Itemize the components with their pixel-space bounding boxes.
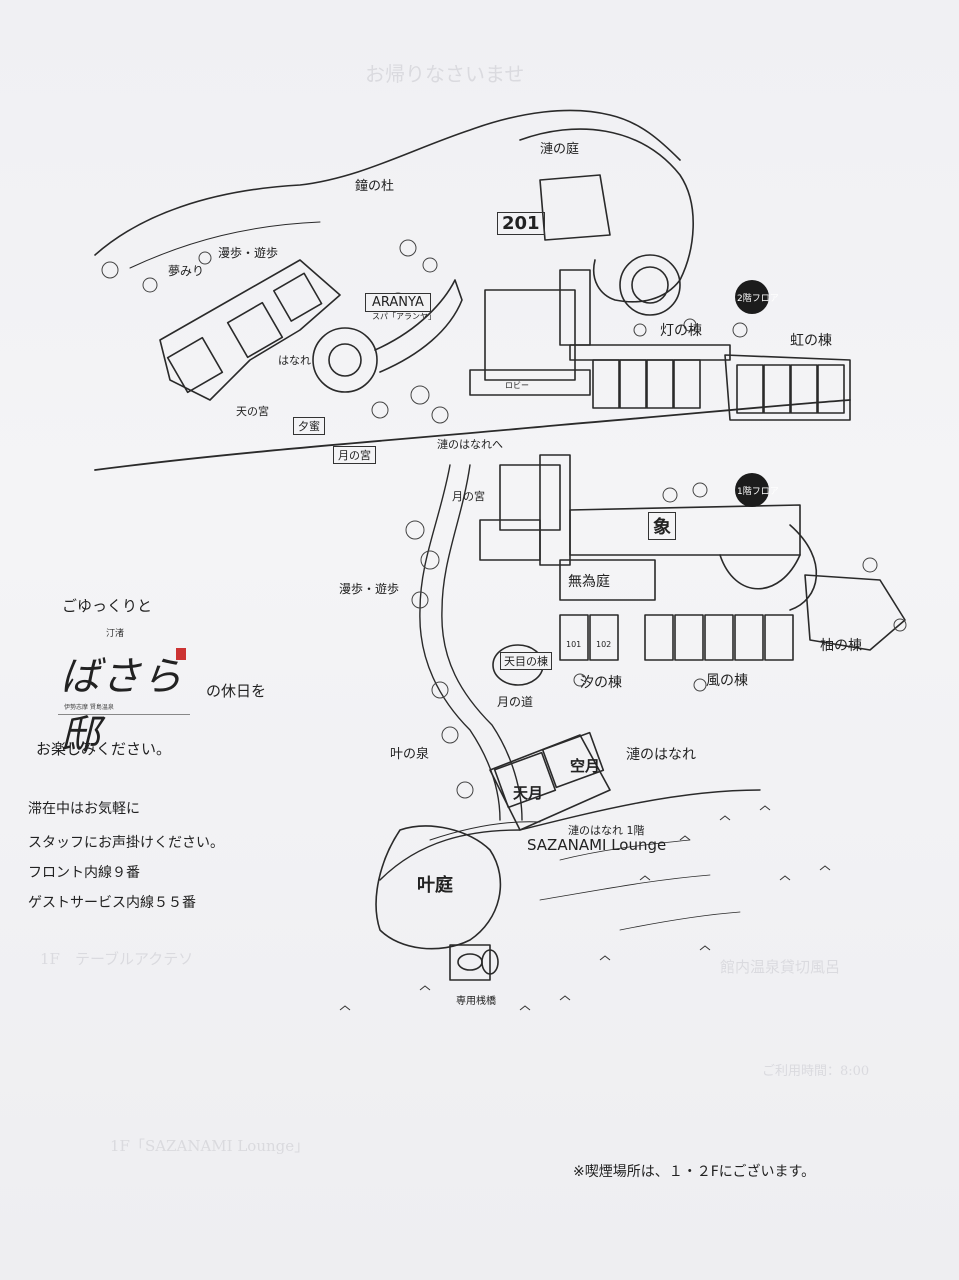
label-yu-mitsu: 夕蜜: [293, 417, 325, 435]
label-kanetsuki: 鐘の杜: [355, 179, 395, 194]
label-tennomiya: 天の宮: [236, 405, 269, 418]
contact-line1: 滞在中はお気軽に: [28, 801, 140, 817]
coastline-lower: [379, 789, 761, 881]
contact-line3: フロント内線９番: [28, 865, 140, 881]
hanare-building: [489, 734, 611, 831]
floor-badge-2-bg: [735, 280, 769, 314]
label-room-102: 102: [596, 640, 612, 649]
label-zou: 象: [648, 512, 676, 540]
logo-subtitle-bottom: 伊勢志摩 賢島温泉: [64, 704, 114, 711]
label-tsukinomichi: 月の道: [497, 695, 534, 709]
ghost-line: 1F テーブルアクテソ: [40, 950, 194, 968]
label-aranya-sub: スパ「アランヤ」: [372, 312, 436, 321]
label-room-101: 101: [566, 640, 582, 649]
contact-line4: ゲストサービス内線５５番: [28, 895, 196, 911]
label-hanare-path: 漣のはなれへ: [437, 438, 503, 451]
yuzu-building: [804, 574, 906, 651]
aranya-spa: [312, 327, 378, 393]
label-tenmoku: 天目の棟: [500, 652, 552, 670]
kaze-building-rooms: [704, 614, 794, 661]
contact-line2: スタッフにお声掛けください。: [28, 835, 224, 851]
label-tsukimi-lower: 月の宮: [452, 490, 485, 503]
label-promenade-lower: 漫歩・遊歩: [339, 582, 400, 596]
label-hanare-1f: 漣のはなれ 1階: [568, 824, 645, 837]
private-pier: [449, 944, 499, 981]
label-kanoizumi: 叶の泉: [390, 747, 430, 762]
label-promenade-upper: 漫歩・遊歩: [218, 246, 279, 260]
ghost-line: ご利用時間：8:00: [762, 1064, 870, 1079]
kumo-building-rooms: [736, 364, 845, 414]
label-kanoniwa: 叶庭: [417, 875, 453, 896]
label-sazanami-garden: 漣の庭: [540, 142, 580, 157]
label-pier: 専用桟橋: [456, 996, 496, 1007]
lobby-block: [484, 289, 576, 381]
label-ten-getsu: 天月: [513, 784, 544, 802]
label-sazanami-hanare: 漣のはなれ: [626, 747, 696, 763]
label-yuzu-building: 柚の棟: [820, 638, 862, 654]
winding-path: [419, 464, 501, 821]
label-lobby: ロビー: [505, 381, 529, 390]
floor-badge-2: 2階フロア: [737, 294, 779, 304]
front-block: [499, 464, 561, 531]
logo-red-seal: [176, 648, 186, 660]
shio-building-rooms: [559, 614, 704, 661]
garden-upper-outline: [519, 128, 694, 303]
label-kaze-building: 風の棟: [706, 673, 748, 689]
label-yumemiru: 夢みり: [168, 264, 205, 278]
label-mukou-garden: 無為庭: [568, 574, 610, 590]
label-aranya: ARANYA: [365, 293, 431, 312]
smoking-note: ※喫煙場所は、１・２Fにございます。: [573, 1164, 816, 1180]
label-hoshi-hanare: はなれ: [278, 354, 311, 367]
kanoniwa-peninsula: [375, 825, 502, 950]
ghost-welcome: お帰りなさいませ: [365, 62, 525, 86]
ghost-line: 館内温泉貸切風呂: [720, 958, 841, 976]
greeting-line2: の休日を: [206, 682, 267, 700]
ghost-line: 1F「SAZANAMI Lounge」: [110, 1137, 310, 1155]
floor-badge-1-bg: [735, 473, 769, 507]
floor-divider: [94, 399, 851, 471]
label-hi-building: 灯の棟: [660, 323, 702, 339]
basara-logo: 汀渚 ばさら邸 伊勢志摩 賢島温泉: [58, 622, 190, 758]
label-tsukimi: 月の宮: [333, 446, 376, 464]
label-shio-building: 汐の棟: [580, 675, 622, 691]
coastline-upper: [94, 109, 681, 256]
hi-building-rooms: [592, 359, 701, 409]
logo-subtitle-top: 汀渚: [106, 629, 125, 639]
greeting-line3: お楽しみください。: [36, 740, 172, 758]
greeting-line1: ごゆっくりと: [62, 597, 153, 615]
logo-wordmark: ばさら邸: [60, 654, 183, 758]
label-kumo-building: 虹の棟: [790, 333, 832, 349]
villa-cluster: [159, 259, 341, 401]
label-sazanami-lounge: SAZANAMI Lounge: [527, 836, 667, 854]
label-sora-getsu: 空月: [570, 757, 601, 775]
floor-badge-1: 1階フロア: [737, 487, 779, 497]
mukou-garden: [559, 559, 656, 601]
label-room-201: 201: [497, 212, 545, 235]
zou-wing-curve: [719, 554, 801, 590]
roundabout: [619, 254, 681, 316]
